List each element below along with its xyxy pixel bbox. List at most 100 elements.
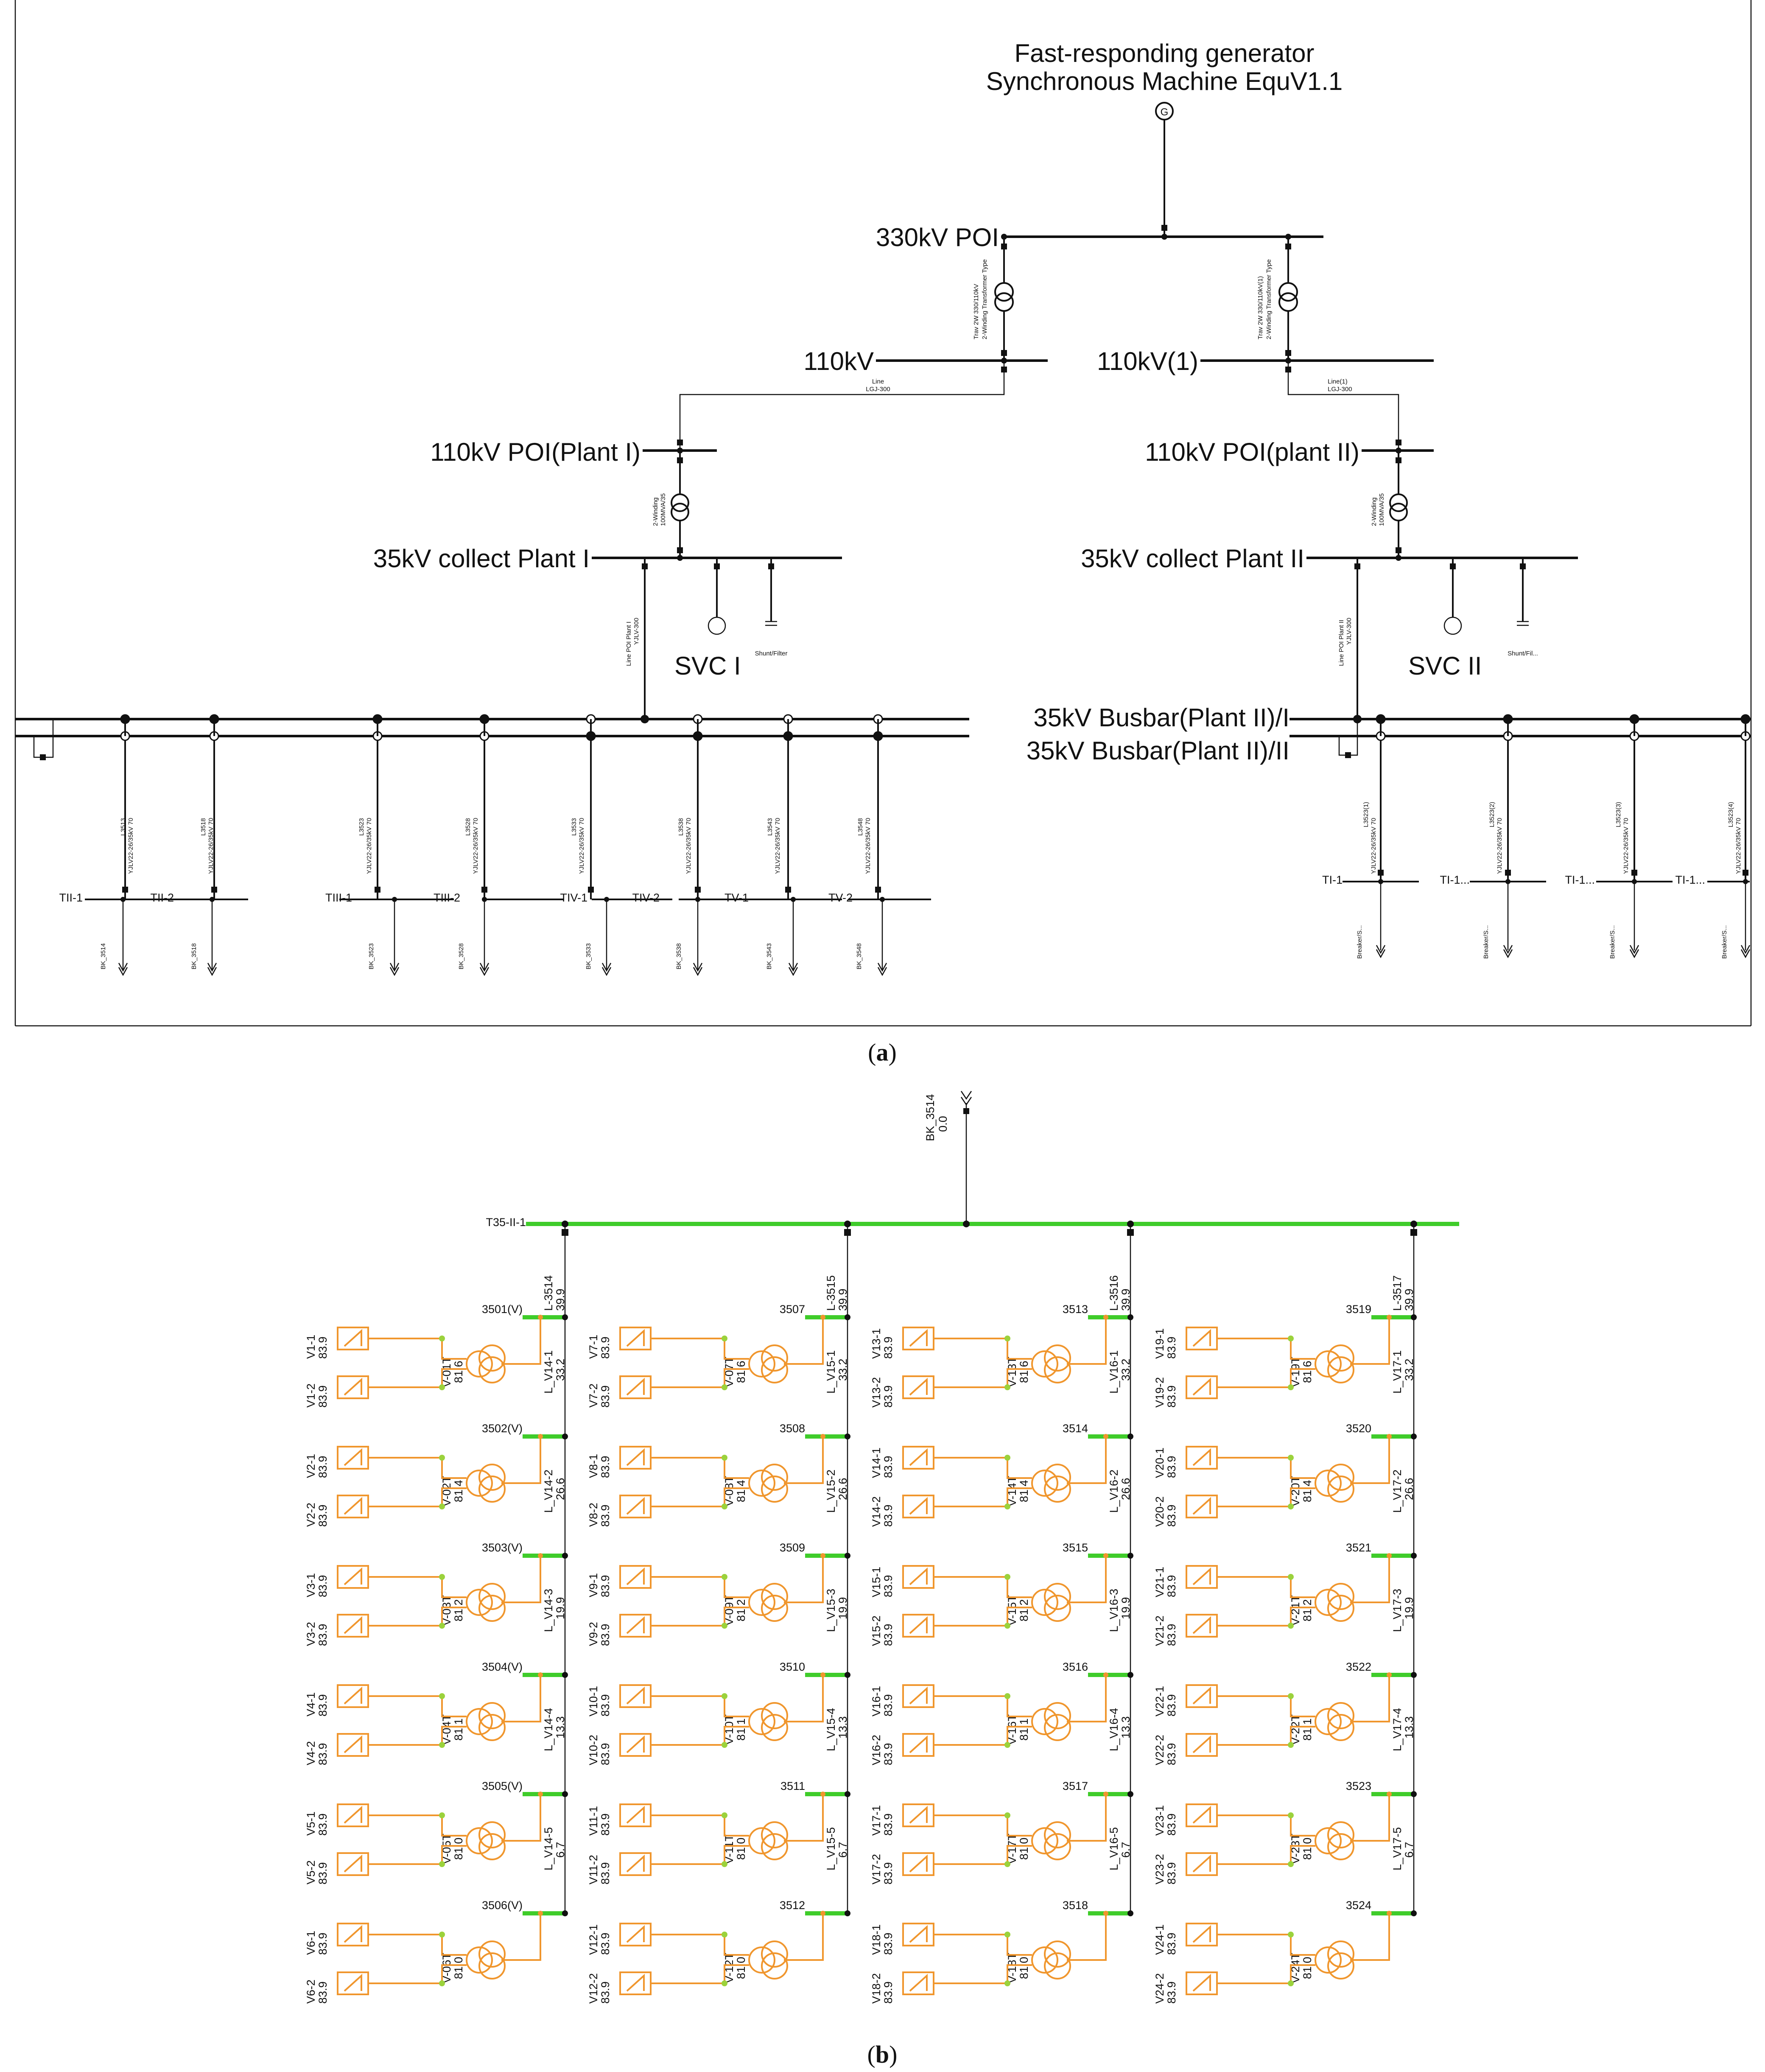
breaker-icon	[642, 563, 648, 569]
bus-coupler-right[interactable]	[1348, 719, 1358, 756]
pv-inverter-icon[interactable]	[902, 1684, 934, 1708]
pv-inverter-icon[interactable]	[337, 1614, 369, 1638]
trafo-left-label: Trav 2W 330/110kV	[973, 284, 980, 339]
pv-inverter-icon[interactable]	[1186, 1803, 1218, 1827]
pv-inverter-icon[interactable]	[1186, 1852, 1218, 1876]
pv-inverter-icon[interactable]	[902, 1375, 934, 1399]
transformer-icon[interactable]	[748, 1827, 775, 1854]
transformer-icon[interactable]	[748, 1708, 775, 1735]
pv-inverter-icon[interactable]	[902, 1733, 934, 1757]
pv-inverter-icon[interactable]	[1186, 1327, 1218, 1350]
pv-value: 83.9	[316, 1575, 329, 1597]
pv-inverter-icon[interactable]	[902, 1614, 934, 1638]
transformer-icon	[761, 1583, 788, 1610]
transformer-icon[interactable]	[1031, 1589, 1058, 1616]
transformer-icon[interactable]	[1315, 1946, 1342, 1974]
pv-inverter-icon[interactable]	[902, 1495, 934, 1518]
transformer-icon[interactable]	[748, 1946, 775, 1974]
pv-inverter-icon[interactable]	[619, 1803, 652, 1827]
pv-inverter-icon[interactable]	[337, 1446, 369, 1470]
pv-inverter-icon[interactable]	[902, 1923, 934, 1946]
breaker-icon	[1396, 440, 1401, 445]
pv-inverter-icon[interactable]	[619, 1733, 652, 1757]
pv-inverter-icon	[1192, 1686, 1211, 1705]
pv-inverter-icon[interactable]	[337, 1565, 369, 1589]
pv-inverter-icon[interactable]	[1186, 1684, 1218, 1708]
pv-lead	[1217, 1607, 1315, 1627]
pv-inverter-icon[interactable]	[619, 1375, 652, 1399]
transformer-icon[interactable]	[466, 1946, 493, 1974]
pv-inverter-icon[interactable]	[619, 1446, 652, 1470]
transformer-icon[interactable]	[748, 1589, 775, 1616]
pv-inverter-icon[interactable]	[337, 1327, 369, 1350]
transformer-icon[interactable]	[1315, 1827, 1342, 1854]
pv-inverter-icon[interactable]	[1186, 1614, 1218, 1638]
transformer-icon[interactable]	[1031, 1827, 1058, 1854]
pv-inverter-icon[interactable]	[337, 1971, 369, 1995]
pv-inverter-icon[interactable]	[619, 1852, 652, 1876]
pv-inverter-icon[interactable]	[902, 1852, 934, 1876]
pv-inverter-icon[interactable]	[337, 1495, 369, 1518]
pv-inverter-icon[interactable]	[337, 1923, 369, 1946]
transformer-icon	[1044, 1714, 1071, 1741]
arrow-icon	[207, 967, 217, 976]
pv-inverter-icon[interactable]	[619, 1565, 652, 1589]
transformer-icon[interactable]	[671, 493, 689, 512]
pv-inverter-icon[interactable]	[1186, 1971, 1218, 1995]
pv-inverter-icon[interactable]	[337, 1684, 369, 1708]
line-110kv-left[interactable]	[679, 361, 1005, 451]
svc-icon[interactable]	[1443, 616, 1462, 635]
bus-coupler-left[interactable]	[43, 719, 54, 758]
transformer-value: 81.0	[1301, 1837, 1314, 1860]
pv-inverter-icon[interactable]	[902, 1327, 934, 1350]
pv-inverter-icon[interactable]	[902, 1971, 934, 1995]
pv-inverter-icon[interactable]	[1186, 1495, 1218, 1518]
line-110kv-right[interactable]	[1287, 361, 1399, 451]
pv-inverter-icon[interactable]	[337, 1803, 369, 1827]
pv-inverter-icon[interactable]	[619, 1971, 652, 1995]
pv-inverter-icon[interactable]	[337, 1733, 369, 1757]
transformer-icon	[1044, 1356, 1071, 1383]
transformer-icon[interactable]	[1031, 1350, 1058, 1378]
transformer-icon[interactable]	[466, 1589, 493, 1616]
pv-inverter-icon[interactable]	[1186, 1446, 1218, 1470]
svc-icon[interactable]	[708, 616, 726, 635]
transformer-icon[interactable]	[466, 1827, 493, 1854]
pv-inverter-icon[interactable]	[619, 1684, 652, 1708]
transformer-icon[interactable]	[1031, 1470, 1058, 1497]
transformer-icon[interactable]	[466, 1350, 493, 1378]
pv-inverter-icon[interactable]	[1186, 1923, 1218, 1946]
pv-inverter-icon[interactable]	[902, 1565, 934, 1589]
pv-inverter-icon[interactable]	[619, 1614, 652, 1638]
pv-inverter-icon	[344, 1567, 362, 1585]
transformer-icon[interactable]	[466, 1470, 493, 1497]
transformer-icon[interactable]	[748, 1350, 775, 1378]
pv-inverter-icon[interactable]	[1186, 1565, 1218, 1589]
arrow-icon	[1376, 945, 1386, 954]
pv-inverter-icon[interactable]	[619, 1327, 652, 1350]
pv-inverter-icon[interactable]	[337, 1852, 369, 1876]
pv-value: 83.9	[882, 1575, 895, 1597]
transformer-icon[interactable]	[1315, 1708, 1342, 1735]
segment-label: L_V14-2	[542, 1470, 555, 1513]
pv-inverter-icon[interactable]	[619, 1923, 652, 1946]
transformer-icon[interactable]	[1315, 1470, 1342, 1497]
transformer-icon[interactable]	[748, 1470, 775, 1497]
transformer-icon[interactable]	[1315, 1350, 1342, 1378]
pv-inverter-icon[interactable]	[902, 1446, 934, 1470]
transformer-icon[interactable]	[1389, 493, 1408, 512]
transformer-icon[interactable]	[994, 282, 1014, 302]
transformer-icon[interactable]	[1031, 1946, 1058, 1974]
transformer-icon[interactable]	[1315, 1589, 1342, 1616]
pv-inverter-icon[interactable]	[1186, 1375, 1218, 1399]
pv-inverter-icon[interactable]	[1186, 1733, 1218, 1757]
pv-inverter-icon[interactable]	[619, 1495, 652, 1518]
transformer-icon[interactable]	[1278, 282, 1298, 302]
pv-inverter-icon[interactable]	[902, 1803, 934, 1827]
pv-lead	[368, 1457, 467, 1479]
pv-inverter-icon[interactable]	[337, 1375, 369, 1399]
transformer-icon[interactable]	[1031, 1708, 1058, 1735]
pv-lead	[934, 1607, 1032, 1627]
transformer-icon[interactable]	[466, 1708, 493, 1735]
